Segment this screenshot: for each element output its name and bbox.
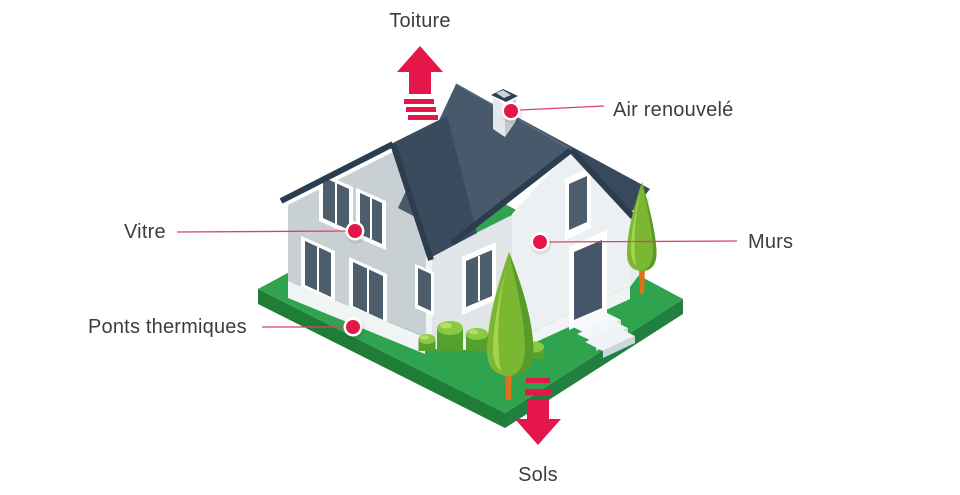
entry-steps	[569, 310, 635, 358]
air-renouvele-marker-dot	[501, 101, 523, 124]
vitre-marker-dot	[345, 221, 367, 244]
murs-label: Murs	[748, 231, 794, 253]
roof	[279, 83, 650, 261]
bushes	[418, 321, 544, 359]
center-window	[462, 242, 496, 315]
ponts-thermiques-marker-dot	[343, 317, 365, 340]
toiture-arrow-icon	[397, 46, 443, 120]
left-windows	[301, 172, 434, 326]
leader-lines	[176, 105, 738, 328]
tree-front	[486, 252, 534, 400]
sols-arrow-icon	[515, 378, 561, 445]
roof-trim	[279, 141, 636, 261]
murs-leader-line	[548, 240, 738, 243]
toiture-label: Toiture	[389, 10, 451, 32]
entry-door	[569, 230, 607, 330]
roof-left-se-slope	[393, 116, 477, 258]
murs-marker-dot	[530, 232, 552, 255]
air-renouvele-leader-line	[519, 105, 605, 111]
house-walls	[288, 149, 649, 358]
right-gable-window	[565, 167, 591, 240]
ponts-thermiques-label: Ponts thermiques	[88, 316, 247, 338]
vitre-label: Vitre	[124, 221, 166, 243]
vitre-leader-line	[176, 230, 348, 233]
tree-right	[626, 182, 657, 294]
sols-label: Sols	[518, 464, 558, 486]
air-renouvele-label: Air renouvelé	[613, 99, 734, 121]
foundation-left	[288, 281, 425, 354]
marker-dots	[343, 101, 552, 340]
